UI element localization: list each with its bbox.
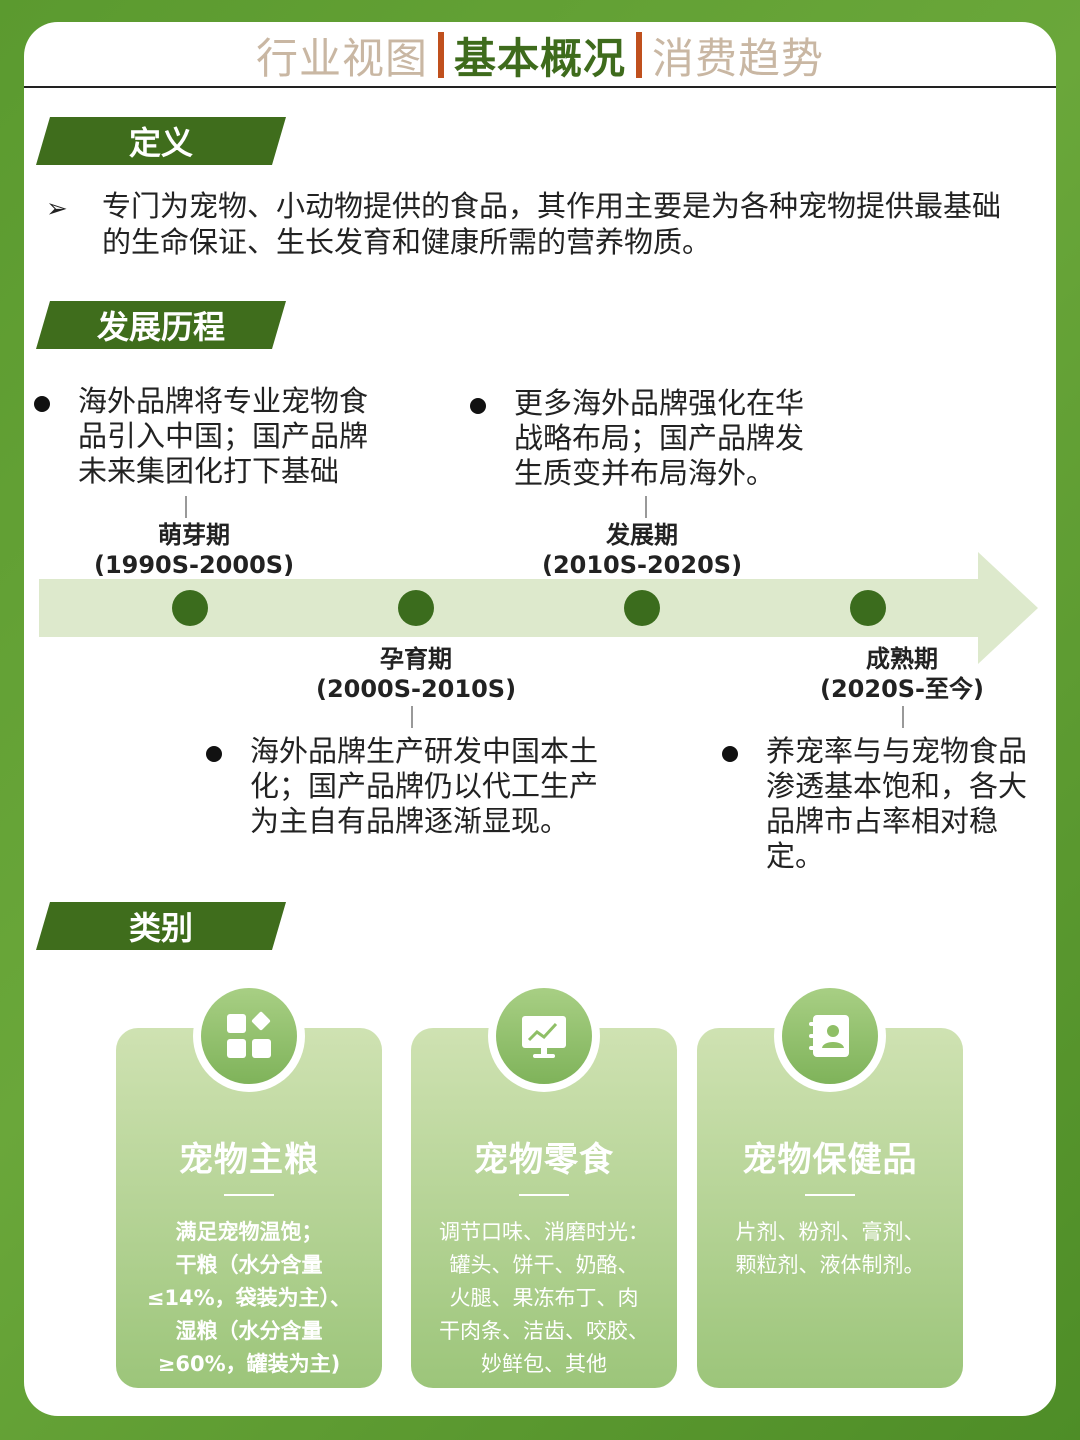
content-card: 行业视图 基本概况 消费趋势 定义 ➢ 专门为宠物、小动物提供的食品，其作用主要… (24, 22, 1056, 1416)
stage-period: (2010S-2020S) (541, 551, 743, 579)
timeline-note-1: 海外品牌将专业宠物食 品引入中国；国产品牌 未来集团化打下基础 (34, 384, 434, 494)
note-line: 为主自有品牌逐渐显现。 (250, 804, 570, 838)
nav-item-basic-overview[interactable]: 基本概况 (453, 33, 626, 83)
definition-line: 的生命保证、生长发育和健康所需的营养物质。 (102, 225, 712, 259)
stage-name: 成熟期 (866, 645, 938, 673)
note-line: 海外品牌将专业宠物食 (78, 384, 369, 418)
note-line: 未来集团化打下基础 (78, 454, 340, 488)
stage-label-sprout: 萌芽期 (1990S-2000S) (64, 520, 324, 580)
note-line: 品牌市占率相对稳定。 (766, 804, 999, 873)
stage-label-mature: 成熟期 (2020S-至今) (772, 644, 1032, 704)
note-line: 海外品牌生产研发中国本土 (250, 734, 599, 768)
stage-period: (2020S-至今) (820, 675, 984, 703)
desc-line: 干肉条、洁齿、咬胶、 (439, 1319, 649, 1343)
category-divider (805, 1194, 855, 1196)
timeline-dot (624, 590, 660, 626)
stage-label-development: 发展期 (2010S-2020S) (512, 520, 772, 580)
category-divider (519, 1194, 569, 1196)
stage-label-incubation: 孕育期 (2000S-2010S) (286, 644, 546, 704)
desc-line: 湿粮（水分含量 (175, 1319, 323, 1343)
category-description: 调节口味、消磨时光： 罐头、饼干、奶酪、 火腿、果冻布丁、肉 干肉条、洁齿、咬胶… (425, 1216, 663, 1381)
note-line: 更多海外品牌强化在华 (514, 386, 805, 420)
note-line: 渗透基本饱和，各大 (766, 769, 1028, 803)
category-description: 满足宠物温饱； 干粮（水分含量 ≤14%，袋装为主）、 湿粮（水分含量 ≥60%… (130, 1216, 368, 1381)
definition-text: 专门为宠物、小动物提供的食品，其作用主要是为各种宠物提供最基础 的生命保证、生长… (102, 188, 1042, 260)
stage-name: 萌芽期 (158, 521, 230, 549)
desc-line: 颗粒剂、液体制剂。 (735, 1253, 925, 1277)
category-icon-badge (193, 980, 305, 1092)
section-tag-history: 发展历程 (36, 301, 286, 349)
nav-item-industry-view[interactable]: 行业视图 (255, 33, 428, 83)
connector-line (411, 706, 413, 728)
contact-book-icon (809, 1015, 849, 1057)
note-line: 品引入中国；国产品牌 (78, 419, 369, 453)
desc-line: 罐头、饼干、奶酪、 (449, 1253, 639, 1277)
stage-period: (1990S-2000S) (93, 551, 295, 579)
note-line: 化；国产品牌仍以代工生产 (250, 769, 599, 803)
nav-separator (437, 32, 444, 78)
desc-line: 片剂、粉剂、膏剂、 (735, 1220, 925, 1244)
note-line: 生质变并布局海外。 (514, 456, 776, 490)
header-divider (24, 86, 1056, 88)
stage-name: 发展期 (606, 521, 678, 549)
connector-line (645, 496, 647, 518)
section-tag-definition: 定义 (36, 117, 286, 165)
timeline-note-4: 养宠率与与宠物食品 渗透基本饱和，各大 品牌市占率相对稳定。 (722, 734, 1052, 873)
desc-line: 妙鲜包、其他 (481, 1352, 607, 1376)
connector-line (185, 496, 187, 518)
category-title: 宠物零食 (474, 1140, 614, 1180)
desc-line: 火腿、果冻布丁、肉 (449, 1286, 639, 1310)
nav-separator (636, 32, 642, 78)
desc-line: ≤14%，袋装为主）、 (146, 1286, 352, 1310)
bullet-dot-icon (470, 398, 486, 414)
category-card-snacks: 宠物零食 调节口味、消磨时光： 罐头、饼干、奶酪、 火腿、果冻布丁、肉 干肉条、… (411, 1028, 677, 1388)
nav-item-consumption-trend[interactable]: 消费趋势 (652, 33, 825, 83)
section-tag-category: 类别 (36, 902, 286, 950)
desc-line: ≥60%，罐装为主) (157, 1352, 341, 1376)
category-description: 片剂、粉剂、膏剂、 颗粒剂、液体制剂。 (711, 1216, 949, 1282)
category-icon-badge (774, 980, 886, 1092)
monitor-chart-icon (522, 1016, 566, 1058)
arrow-bullet-icon: ➢ (46, 194, 68, 224)
note-line: 战略布局；国产品牌发 (514, 421, 805, 455)
category-title: 宠物保健品 (742, 1140, 918, 1180)
category-title: 宠物主粮 (179, 1140, 319, 1180)
timeline-dot (398, 590, 434, 626)
header-nav: 行业视图 基本概况 消费趋势 (24, 22, 1056, 88)
note-line: 养宠率与与宠物食品 (766, 734, 1028, 768)
category-icon-badge (488, 980, 600, 1092)
desc-line: 干粮（水分含量 (175, 1253, 323, 1277)
category-divider (224, 1194, 274, 1196)
stage-name: 孕育期 (380, 645, 452, 673)
timeline-dot (172, 590, 208, 626)
bullet-dot-icon (34, 396, 50, 412)
connector-line (902, 706, 904, 728)
timeline-note-3: 更多海外品牌强化在华 战略布局；国产品牌发 生质变并布局海外。 (470, 386, 870, 496)
bullet-dot-icon (206, 746, 222, 762)
definition-line: 专门为宠物、小动物提供的食品，其作用主要是为各种宠物提供最基础 (102, 189, 1002, 223)
timeline-note-2: 海外品牌生产研发中国本土 化；国产品牌仍以代工生产 为主自有品牌逐渐显现。 (206, 734, 626, 844)
stage-period: (2000S-2010S) (315, 675, 517, 703)
desc-line: 满足宠物温饱； (175, 1220, 323, 1244)
bullet-dot-icon (722, 746, 738, 762)
desc-line: 调节口味、消磨时光： (439, 1220, 649, 1244)
apps-grid-icon (227, 1011, 271, 1058)
timeline-dot (850, 590, 886, 626)
